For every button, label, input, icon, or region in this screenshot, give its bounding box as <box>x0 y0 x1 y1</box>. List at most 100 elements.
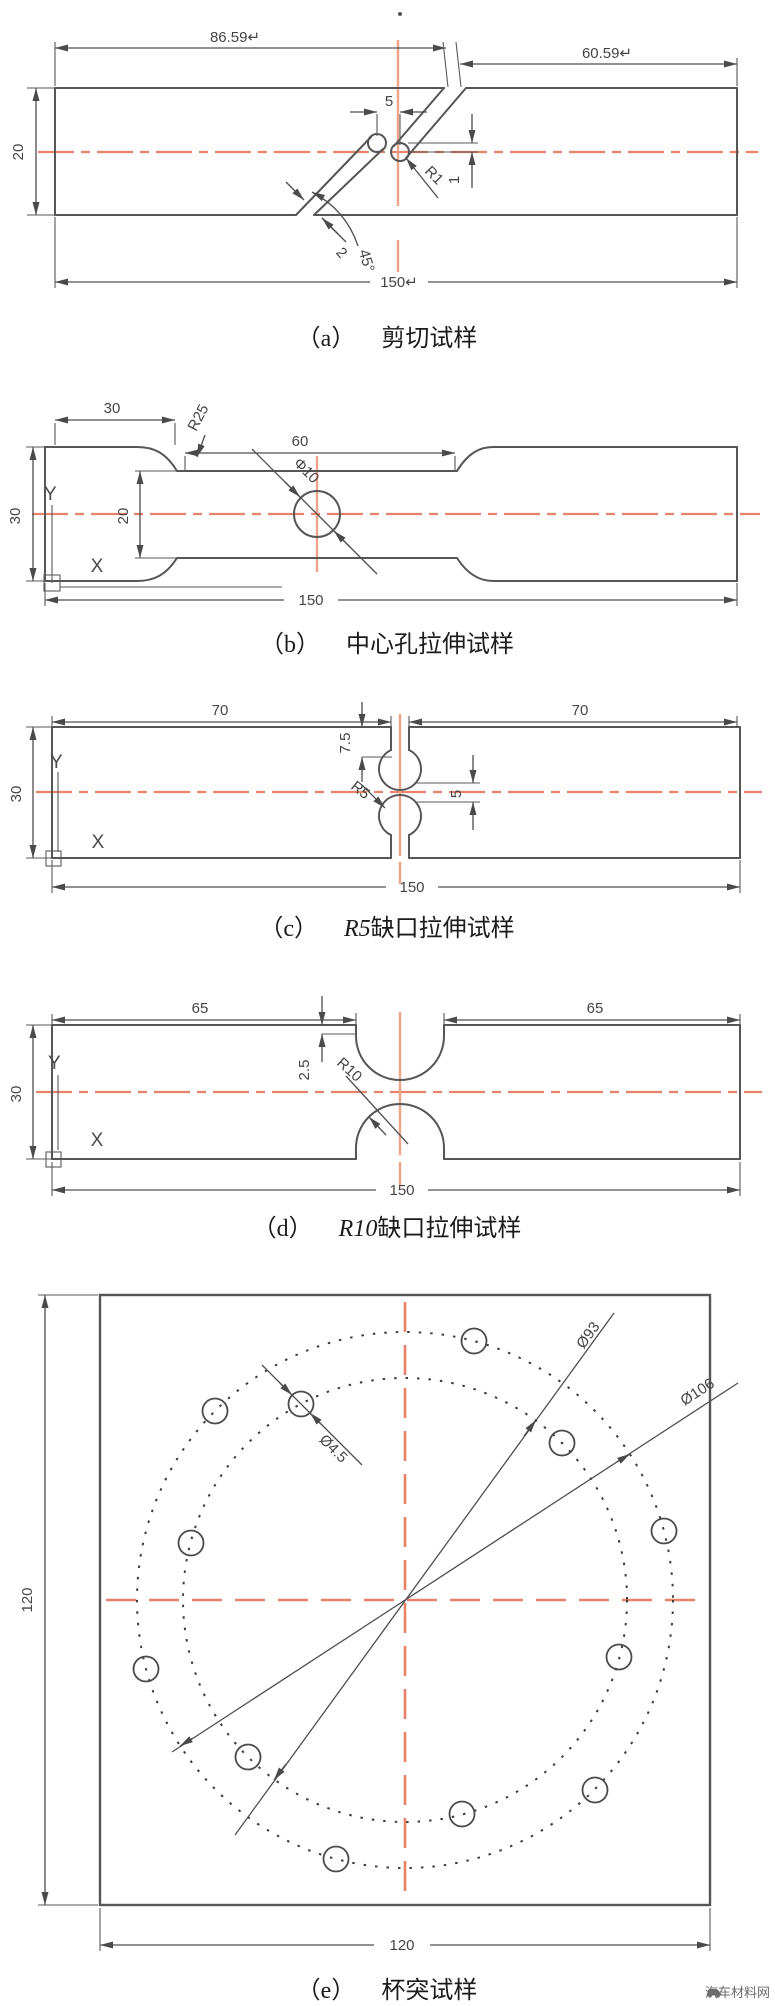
dim-outer-circle: Ø106 <box>678 1375 718 1409</box>
center-hole <box>293 490 341 538</box>
dimension-labels: 65 65 2.5 R10 Y 30 X 150 <box>8 1000 603 1199</box>
dimension-labels: 70 70 7.5 5 R5 Y 30 X 150 <box>8 702 588 896</box>
dim-gauge-width: 20 <box>115 508 132 525</box>
dimension-lines <box>27 41 738 288</box>
stray-dot <box>398 12 402 16</box>
centerlines <box>106 1302 704 1900</box>
drawing-c-r5-notch-specimen: 70 70 7.5 5 R5 Y 30 X 150 <box>8 702 762 896</box>
dimension-lines <box>38 1294 739 1951</box>
specimen-outline <box>51 726 741 859</box>
centerlines <box>36 1012 762 1155</box>
axis-y-label: Y <box>50 752 63 773</box>
dim-notch-offset: 2.5 <box>296 1060 313 1081</box>
dim-plate-height: 120 <box>19 1587 36 1612</box>
caption-c-title: 缺口拉伸试样 <box>370 916 515 942</box>
drawing-a-shear-specimen: 86.59↵ 60.59↵ 5 R1 1 2 45° 20 150↵ <box>10 12 758 291</box>
dim-left-span: 70 <box>212 702 229 719</box>
car-logo-icon <box>706 1988 722 1997</box>
caption-d-index: （d） <box>252 1216 313 1242</box>
caption-a-title: 剪切试样 <box>381 326 478 352</box>
caption-d: （d） R10缺口拉伸试样 <box>27 1208 747 1243</box>
dimension-lines <box>26 702 741 893</box>
dim-height: 20 <box>10 144 27 161</box>
watermark: 汽车材料网 <box>705 1982 770 2001</box>
dim-right-span: 65 <box>587 1000 604 1017</box>
drawing-b-center-hole-specimen: 30 R25 60 Φ10 Y 30 20 X 150 <box>7 400 760 609</box>
caption-d-title: 缺口拉伸试样 <box>377 1216 522 1242</box>
top-notch <box>378 726 422 791</box>
centerlines <box>38 40 758 272</box>
caption-e-title: 杯突试样 <box>381 1978 478 2004</box>
dim-notch-depth: 7.5 <box>337 733 354 754</box>
dim-hole-diameter: Ø4.5 <box>316 1431 351 1466</box>
dim-grip-length: 30 <box>104 400 121 417</box>
dim-total-length: 150↵ <box>380 274 418 291</box>
dim-inner-circle: Ø93 <box>573 1319 603 1352</box>
axis-x-label: X <box>91 556 104 577</box>
bottom-notch <box>355 1103 445 1160</box>
dim-left-span: 65 <box>192 1000 209 1017</box>
centerlines <box>36 714 762 856</box>
dimension-lines <box>26 996 741 1196</box>
dim-angle: 45° <box>355 248 378 274</box>
dim-tip-radius: R1 <box>421 163 447 189</box>
slot-tip-radius <box>367 133 387 153</box>
dim-notch-radius: R10 <box>333 1054 365 1085</box>
dim-notch-offset: 5 <box>385 93 393 110</box>
caption-e: （e） 杯突试样 <box>27 1970 747 2005</box>
bolt-circles <box>136 1331 674 1869</box>
axis-x-label: X <box>92 832 105 853</box>
bolt-holes <box>132 1327 678 1873</box>
axis-marks <box>45 1075 62 1168</box>
dim-right-span: 60.59↵ <box>582 45 632 62</box>
axis-marks <box>45 772 62 867</box>
drawing-e-cupping-specimen: Ø93 Ø106 Ø4.5 120 120 <box>19 1293 739 1954</box>
plate-outline <box>98 1293 712 1907</box>
specimen-outline <box>44 446 738 582</box>
origin-square <box>43 574 61 592</box>
centerlines <box>32 456 760 572</box>
dim-notch-radius: R5 <box>348 778 374 803</box>
caption-e-index: （e） <box>296 1978 356 2004</box>
caption-d-radius: R10 <box>338 1216 378 1242</box>
axis-marks <box>43 505 282 592</box>
dim-height: 30 <box>8 786 25 803</box>
caption-b-index: （b） <box>260 632 320 658</box>
dim-height: 30 <box>8 1086 25 1103</box>
dim-fillet-radius: R25 <box>185 402 213 434</box>
specimen-outline <box>54 87 738 216</box>
watermark-brand: 汽车材料网 <box>704 1985 770 2000</box>
dim-height: 30 <box>7 508 24 525</box>
origin-square <box>45 850 62 867</box>
origin-square <box>45 1151 62 1168</box>
outer-bolt-circle <box>136 1331 674 1869</box>
bottom-notch <box>378 794 422 859</box>
dim-gauge-length: 60 <box>292 433 309 450</box>
caption-a: （a） 剪切试样 <box>27 318 747 353</box>
top-notch <box>355 1024 445 1081</box>
drawing-d-r10-notch-specimen: 65 65 2.5 R10 Y 30 X 150 <box>8 996 762 1199</box>
dim-slot-width: 2 <box>332 244 350 262</box>
dim-total-length: 150 <box>298 592 323 609</box>
axis-y-label: Y <box>44 484 57 505</box>
caption-a-index: （a） <box>296 326 356 352</box>
dim-total-length: 150 <box>389 1182 414 1199</box>
caption-b-title: 中心孔拉伸试样 <box>346 632 514 658</box>
caption-c-radius: R5 <box>343 916 371 942</box>
axis-x-label: X <box>91 1130 104 1151</box>
caption-c: （c） R5缺口拉伸试样 <box>27 908 747 943</box>
caption-b: （b） 中心孔拉伸试样 <box>27 624 747 659</box>
dim-left-span: 86.59↵ <box>210 29 260 46</box>
caption-c-index: （c） <box>259 916 318 942</box>
dim-ligament: 5 <box>448 790 465 798</box>
specimen-outline <box>51 1024 741 1160</box>
dimension-labels: Ø93 Ø106 Ø4.5 120 120 <box>19 1319 718 1954</box>
dim-overlap: 1 <box>446 176 463 184</box>
dimension-labels: 86.59↵ 60.59↵ 5 R1 1 2 45° 20 150↵ <box>10 29 632 291</box>
axis-y-label: Y <box>48 1053 61 1074</box>
dim-total-length: 150 <box>399 879 424 896</box>
dim-plate-width: 120 <box>389 1937 414 1954</box>
inner-bolt-circle <box>182 1377 628 1823</box>
dimension-lines <box>26 416 738 606</box>
